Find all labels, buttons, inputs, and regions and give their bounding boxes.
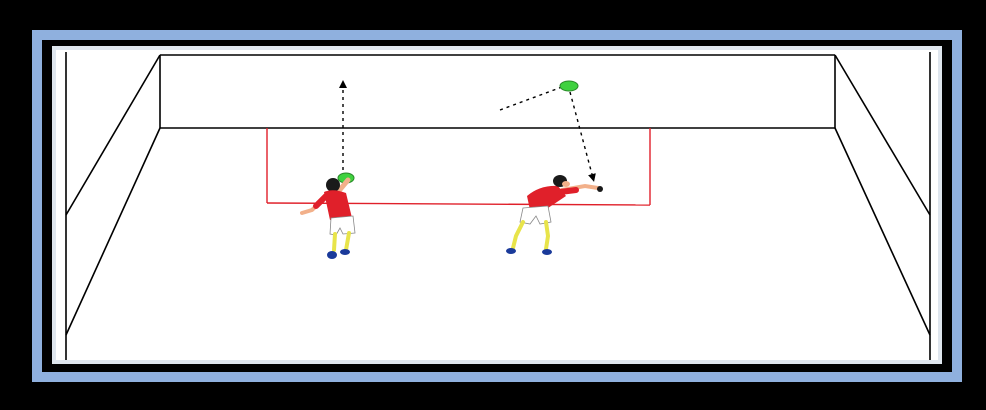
right-player-right-leg	[546, 222, 548, 249]
left-player-left-shoe	[327, 251, 337, 259]
right-player-right-shoe	[542, 249, 552, 255]
left-player-right-shoe	[340, 249, 350, 255]
left-player-shorts	[330, 216, 355, 235]
right-player-hand	[597, 186, 603, 192]
ball-right	[560, 81, 578, 91]
left-player-left-leg	[334, 234, 335, 250]
left-player-head	[326, 178, 340, 192]
court-floor	[56, 50, 938, 360]
right-player-left-shoe	[506, 248, 516, 254]
